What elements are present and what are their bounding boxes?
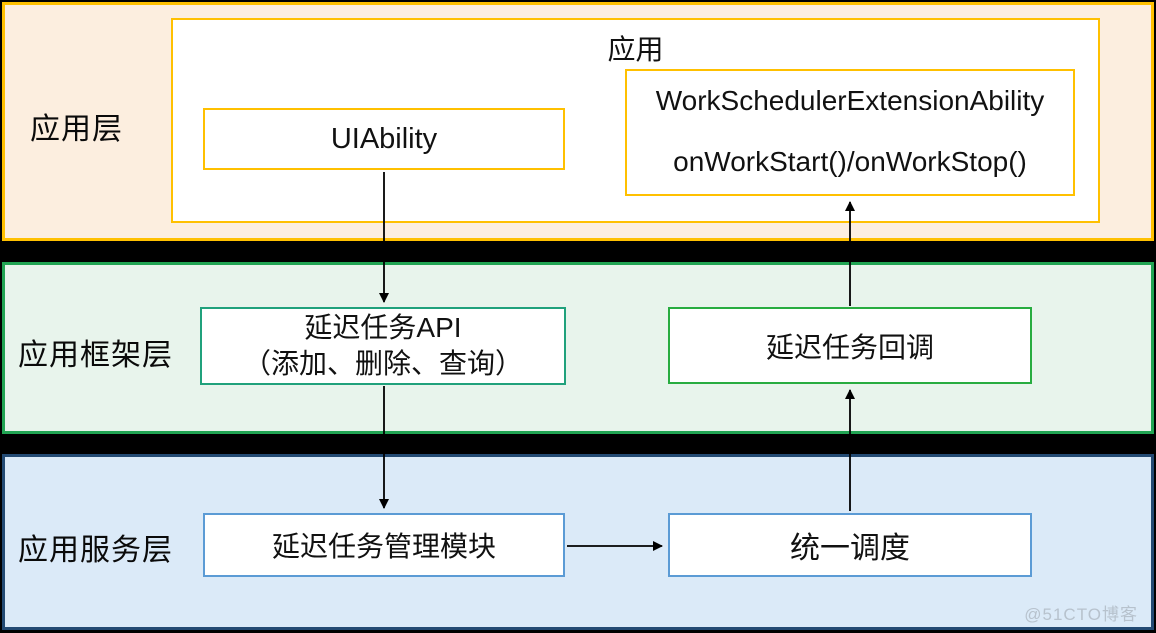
delayed-task-api-operations-label: （添加、删除、查询） [242,348,523,379]
delayed-task-api-box: 延迟任务API （添加、删除、查询） [200,307,566,385]
uiability-label: UIAbility [330,122,438,155]
layer-framework-label: 应用框架层 [18,339,173,372]
layer-service-label: 应用服务层 [18,534,173,567]
app-box-title: 应用 [607,34,664,65]
delayed-task-manager-box: 延迟任务管理模块 [203,513,565,577]
watermark: @51CTO博客 [1024,605,1138,624]
onworkstart-onworkstop-label: onWorkStart()/onWorkStop() [673,146,1027,177]
unified-scheduling-label: 统一调度 [790,532,910,565]
delayed-task-callback-label: 延迟任务回调 [765,331,934,363]
delayed-task-api-label: 延迟任务API [304,312,462,343]
unified-scheduling-box: 统一调度 [668,513,1032,577]
uiability-box: UIAbility [203,108,565,170]
delayed-task-callback-box: 延迟任务回调 [668,307,1032,384]
delayed-task-manager-label: 延迟任务管理模块 [271,531,496,562]
workscheduler-extension-label: WorkSchedulerExtensionAbility [655,85,1045,116]
layer-application-label: 应用层 [30,113,123,146]
workscheduler-extension-box: WorkSchedulerExtensionAbility onWorkStar… [625,69,1075,196]
